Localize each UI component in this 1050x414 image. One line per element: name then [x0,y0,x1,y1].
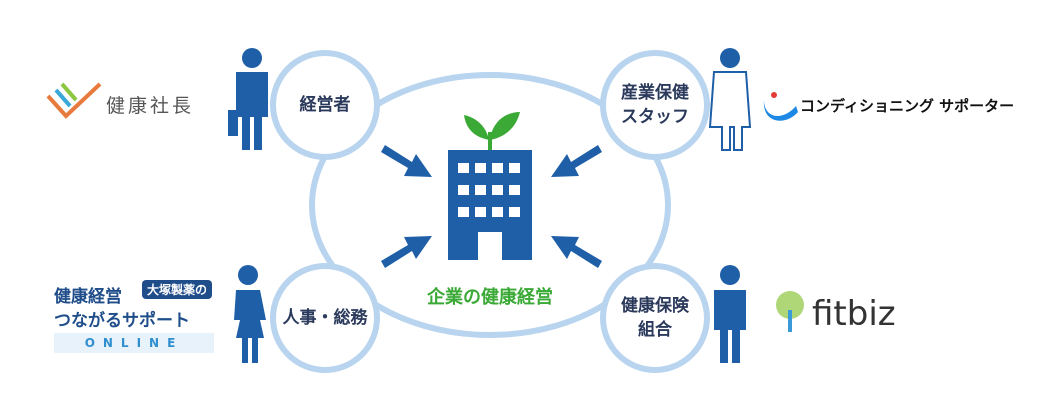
insurance-person-icon [714,265,746,363]
otsuka-line2: つながるサポート [54,311,190,331]
arrow-icon [551,236,602,268]
ecosystem-ellipse [309,72,671,338]
person-figures [228,48,752,363]
label-line: 組合 [638,320,672,340]
otsuka-line1: 健康経営 [54,287,122,307]
role-circle-health-staff [600,50,710,160]
fitbiz-logo: fitbiz [812,294,896,334]
building-icon [448,112,532,260]
arrow-icon [381,145,432,177]
role-executive: 経営者 [299,95,351,115]
role-insurance: 健康保険組合 [600,294,710,342]
otsuka-online: ONLINE [54,333,214,353]
label-line: スタッフ [621,107,689,127]
executive-person-icon [228,48,268,150]
center-label: 企業の健康経営 [427,287,553,308]
label-line: 産業保健 [621,83,689,103]
role-health-staff: 産業保健スタッフ [600,81,710,129]
kenko-shacho-logo-icon [46,82,102,119]
label-line: 健康保険 [621,296,689,316]
hr-person-icon [234,265,266,363]
role-circle-executive [270,50,380,160]
conditioning-logo: コンディショニング サポーター [800,97,1015,115]
doctor-person-icon [708,48,752,151]
fitbiz-logo-icon [776,291,804,332]
role-circle-hr [270,263,380,373]
otsuka-badge: 大塚製薬の [142,280,213,299]
role-hr: 人事・総務 [282,308,368,328]
conditioning-logo-icon [763,92,798,121]
kenko-shacho-logo: 健康社長 [106,95,195,117]
arrow-icon [381,236,432,268]
arrow-icon [551,145,602,177]
role-circle-insurance [600,263,710,373]
arrows [381,145,602,268]
